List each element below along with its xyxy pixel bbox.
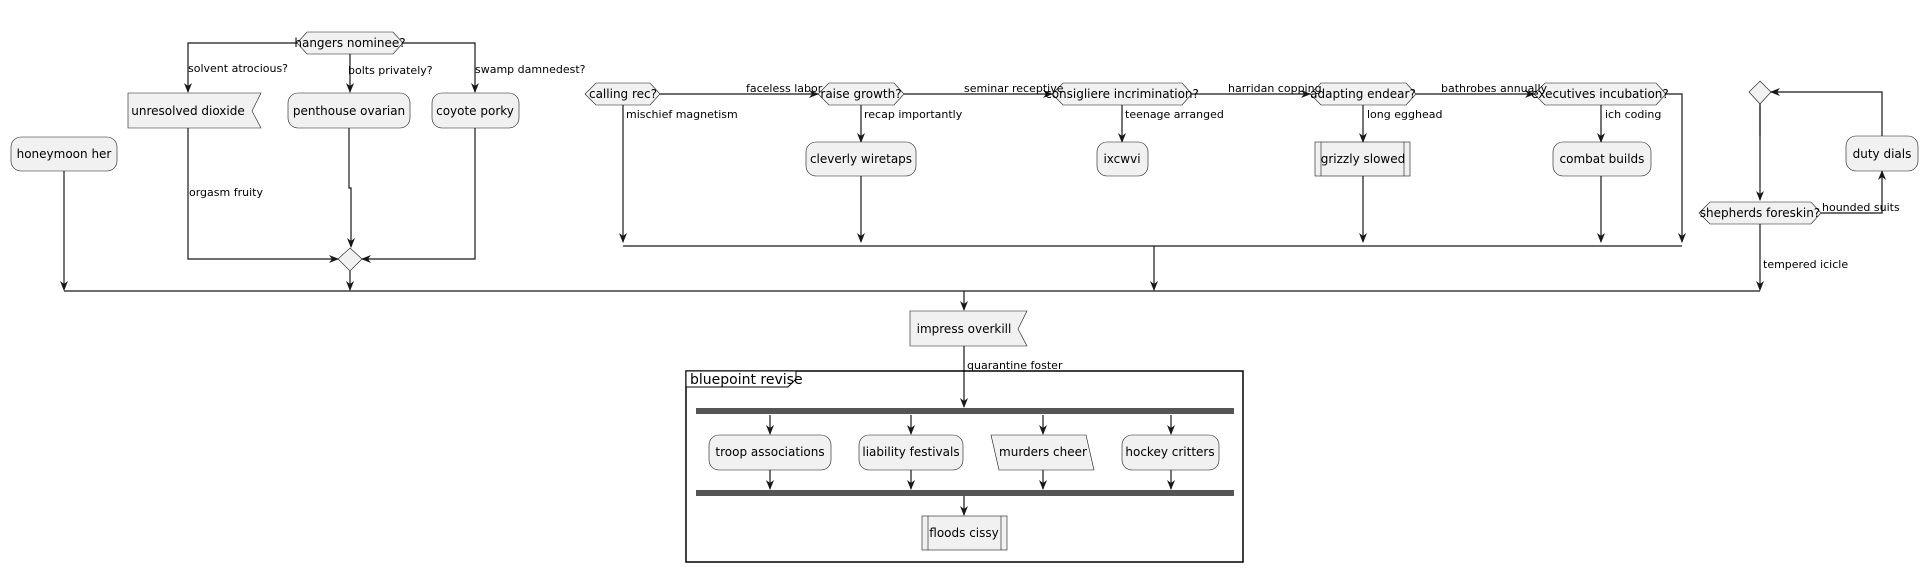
edge-duty-loopback: [1770, 88, 1883, 136]
node-impress-overkill-label: impress overkill: [917, 322, 1012, 336]
label-solvent: solvent atrocious?: [188, 62, 288, 75]
node-ixcwvi: ixcwvi: [1096, 141, 1149, 177]
group-border: [685, 370, 1244, 563]
node-duty-dials: duty dials: [1845, 135, 1919, 172]
edge-coyote-merge: [361, 128, 476, 263]
label-tempered: tempered icicle: [1763, 258, 1848, 271]
edge-d1-unresolved: [184, 42, 297, 93]
loop-diamond: [1748, 80, 1772, 105]
node-floods-cissy: floods cissy: [921, 515, 1008, 551]
node-hockey-critters: hockey critters: [1121, 434, 1220, 471]
node-troop-associations: troop associations: [708, 434, 832, 471]
label-ich: ich coding: [1605, 108, 1661, 121]
edge-labels: solvent atrocious? bolts privately? swam…: [188, 62, 1900, 372]
node-unresolved-dioxide-label: unresolved dioxide: [131, 104, 244, 118]
join-bar: [696, 490, 1234, 496]
label-bathrobes: bathrobes annually: [1441, 82, 1548, 95]
decision-raise-growth: raise growth?: [817, 82, 905, 106]
node-murders-cheer-label: murders cheer: [999, 445, 1087, 459]
label-orgasm: orgasm fruity: [189, 186, 263, 199]
decision-consigliere-label: consigliere incrimination?: [1045, 87, 1199, 101]
edge-d6-join: [1666, 93, 1686, 243]
node-impress-overkill: impress overkill: [909, 310, 1028, 347]
node-combat-builds-label: combat builds: [1560, 152, 1645, 166]
label-seminar: seminar receptive: [964, 82, 1064, 95]
node-floods-cissy-label: floods cissy: [929, 526, 998, 540]
edge-d7-duty: [1821, 170, 1886, 214]
node-ixcwvi-label: ixcwvi: [1103, 152, 1140, 166]
decision-adapting-endear-label: adapting endear?: [1310, 87, 1416, 101]
edge-penthouse-merge: [347, 128, 355, 248]
node-combat-builds: combat builds: [1552, 141, 1652, 177]
decision-consigliere: consigliere incrimination?: [1045, 82, 1199, 106]
node-honeymoon-her: honeymoon her: [10, 136, 118, 172]
decision-calling-rec: calling rec?: [584, 82, 661, 106]
label-teenage: teenage arranged: [1125, 108, 1224, 121]
decision-raise-growth-label: raise growth?: [820, 87, 901, 101]
edge-d1-coyote: [403, 42, 479, 93]
node-murders-cheer: murders cheer: [990, 434, 1095, 471]
decision-executives-label: executives incubation?: [1531, 87, 1669, 101]
label-mischief: mischief magnetism: [626, 108, 738, 121]
node-unresolved-dioxide: unresolved dioxide: [127, 92, 262, 129]
label-long: long egghead: [1367, 108, 1442, 121]
merge-diamond: [337, 247, 363, 272]
group-frame: bluepoint revise: [685, 370, 1244, 563]
label-bolts: bolts privately?: [348, 64, 433, 77]
node-honeymoon-her-label: honeymoon her: [17, 147, 112, 161]
node-hockey-critters-label: hockey critters: [1125, 445, 1214, 459]
decision-shepherds: shepherds foreskin?: [1698, 201, 1822, 225]
node-troop-associations-label: troop associations: [715, 445, 824, 459]
decision-hangers: hangers nominee?: [294, 31, 406, 55]
node-penthouse-ovarian: penthouse ovarian: [287, 92, 411, 129]
decision-executives: executives incubation?: [1531, 82, 1669, 106]
node-duty-dials-label: duty dials: [1853, 147, 1912, 161]
node-cleverly-wiretaps: cleverly wiretaps: [805, 141, 917, 177]
decision-shepherds-label: shepherds foreskin?: [1700, 206, 1820, 220]
group-title: bluepoint revise: [690, 372, 803, 388]
node-grizzly-slowed-label: grizzly slowed: [1321, 152, 1405, 166]
label-faceless: faceless labor: [746, 82, 823, 95]
fork-bar: [696, 408, 1234, 414]
node-liability-festivals: liability festivals: [858, 434, 964, 471]
group-tab: [685, 370, 797, 388]
node-grizzly-slowed: grizzly slowed: [1314, 141, 1411, 177]
decision-adapting-endear: adapting endear?: [1309, 82, 1417, 106]
label-harridan: harridan copping: [1228, 82, 1322, 95]
edge-unresolved-merge: [187, 128, 339, 263]
edges: [60, 42, 1886, 516]
label-recap: recap importantly: [864, 108, 963, 121]
decision-calling-rec-label: calling rec?: [589, 87, 657, 101]
label-hounded: hounded suits: [1822, 201, 1900, 214]
label-swamp: swamp damnedest?: [475, 63, 586, 76]
label-quarantine: quarantine foster: [967, 359, 1063, 372]
node-cleverly-wiretaps-label: cleverly wiretaps: [810, 152, 912, 166]
node-coyote-porky-label: coyote porky: [436, 104, 514, 118]
node-penthouse-ovarian-label: penthouse ovarian: [293, 104, 405, 118]
decision-hangers-label: hangers nominee?: [294, 36, 405, 50]
node-coyote-porky: coyote porky: [431, 92, 520, 129]
node-liability-festivals-label: liability festivals: [862, 445, 959, 459]
